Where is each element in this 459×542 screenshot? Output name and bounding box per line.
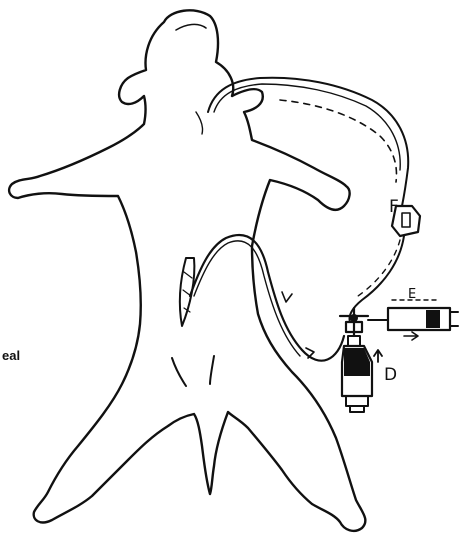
- syringe-icon: [368, 300, 458, 340]
- bag-label: F: [389, 199, 399, 216]
- syringe-label: E: [408, 288, 416, 301]
- reservoir-bottle-icon: [342, 336, 382, 412]
- bottle-label: D: [384, 367, 397, 384]
- cut-off-label: eal: [2, 349, 20, 362]
- tubing: [190, 78, 408, 361]
- stopcock-icon: [340, 308, 368, 336]
